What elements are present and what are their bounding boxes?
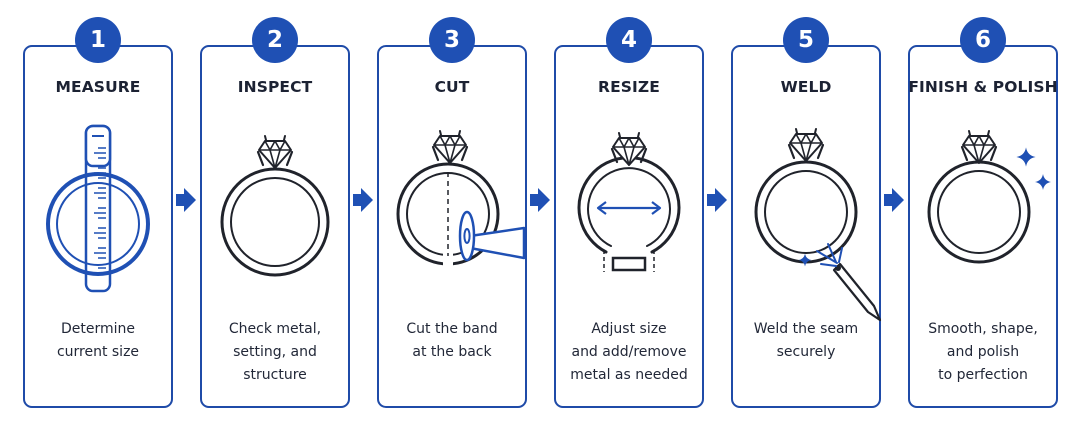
step-card-2 (200, 45, 350, 408)
step-number-badge: 1 (75, 17, 121, 63)
step-title: FINISH & POLISH (908, 78, 1058, 96)
step-card-4 (554, 45, 704, 408)
step-description-line: Cut the band (406, 321, 498, 337)
step-description-line: securely (776, 344, 836, 360)
step-description: Check metal, setting, and structure (195, 318, 355, 387)
step-description-line: structure (243, 367, 307, 383)
step-description-line: and polish (946, 344, 1020, 360)
step-number-badge: 6 (960, 17, 1006, 63)
step-number-badge: 4 (606, 17, 652, 63)
arrow-right-icon (176, 188, 196, 212)
step-description-line: metal as needed (570, 367, 688, 383)
step-description: Cut the band at the back (372, 318, 532, 364)
arrow-right-icon (353, 188, 373, 212)
arrow-right-icon (530, 188, 550, 212)
step-description-line: and add/remove (571, 344, 687, 360)
ring-resize-icon (577, 131, 681, 272)
step-card-6 (908, 45, 1058, 408)
step-title: WELD (780, 78, 832, 96)
step-description-line: Check metal, (228, 321, 322, 337)
arrow-right-icon (884, 188, 904, 212)
step-description: Weld the seam securely (726, 318, 886, 364)
step-description-line: Smooth, shape, (928, 321, 1038, 337)
step-description-line: to perfection (938, 367, 1028, 383)
step-title: MEASURE (55, 78, 141, 96)
step-card-3 (377, 45, 527, 408)
ring-cutting-saw-icon (396, 129, 526, 269)
step-title: RESIZE (598, 78, 660, 96)
diamond-ring-icon (220, 134, 330, 277)
step-number-badge: 5 (783, 17, 829, 63)
step-description: Adjust size and add/remove metal as need… (549, 318, 709, 387)
step-description: Smooth, shape, and polish to perfection (903, 318, 1063, 387)
step-number-badge: 2 (252, 17, 298, 63)
ring-welding-torch-icon (754, 127, 882, 322)
step-description-line: at the back (412, 344, 492, 360)
step-title: INSPECT (237, 78, 313, 96)
step-description-line: Adjust size (591, 321, 667, 337)
sparkling-ring-icon (927, 129, 1051, 264)
arrow-right-icon (707, 188, 727, 212)
step-description-line: Determine (60, 321, 136, 337)
ring-sizer-icon (46, 124, 150, 293)
step-description: Determine current size (18, 318, 178, 364)
step-number-badge: 3 (429, 17, 475, 63)
step-title: CUT (434, 78, 470, 96)
step-description-line: Weld the seam (753, 321, 859, 337)
step-card-5 (731, 45, 881, 408)
step-description-line: current size (56, 344, 140, 360)
step-description-line: setting, and (233, 344, 317, 360)
